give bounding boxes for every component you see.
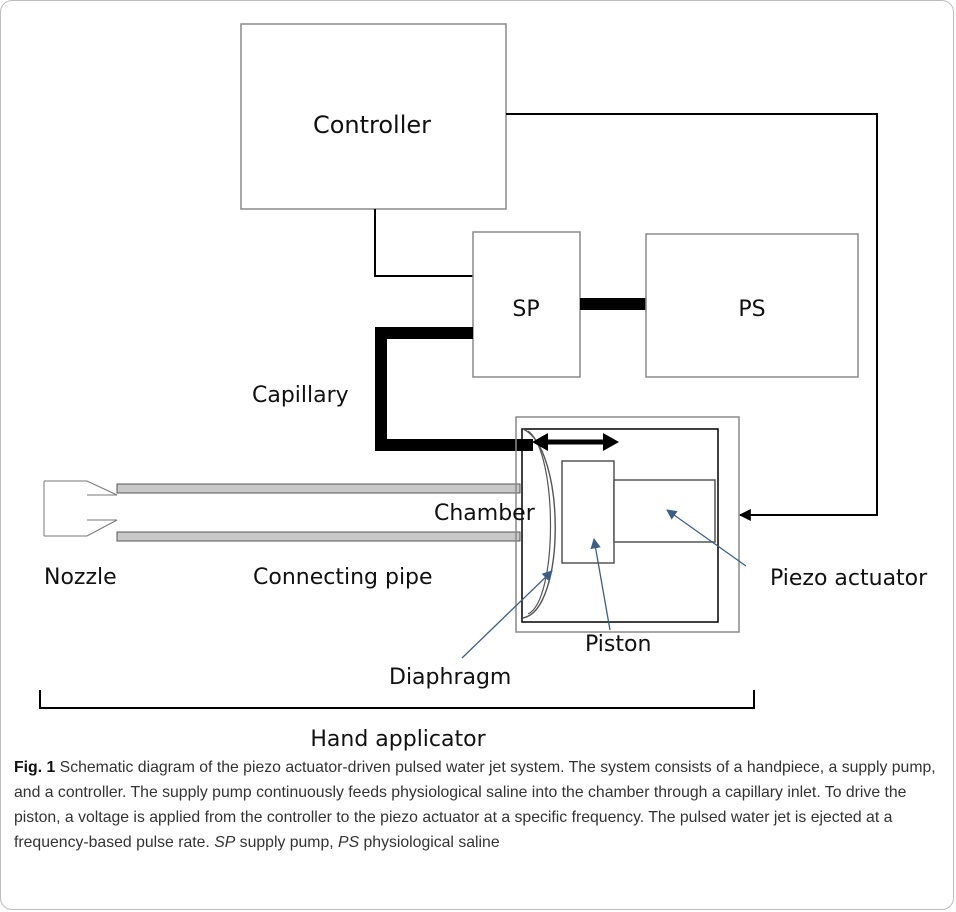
ps-box <box>645 233 859 378</box>
controller-sp-wire <box>374 209 473 277</box>
caption-abbr-sp: SP <box>214 834 236 851</box>
diaphragm-leader-line <box>461 570 553 659</box>
caption-abbr-ps: PS <box>338 834 360 851</box>
applicator-housing-outer <box>515 416 740 633</box>
chamber-label: Chamber <box>434 501 536 526</box>
hand-applicator-bracket <box>39 690 755 709</box>
sp-box <box>472 231 581 378</box>
caption-fig-label: Fig. 1 <box>14 759 56 776</box>
connecting-pipe-label: Connecting pipe <box>253 565 433 590</box>
diaphragm-label: Diaphragm <box>389 665 511 690</box>
connecting-pipe-bottom-wall <box>116 531 521 542</box>
controller-label: Controller <box>313 111 431 139</box>
sp-ps-link <box>580 298 646 310</box>
sp-label: SP <box>512 297 539 322</box>
controller-piezo-wire <box>506 113 878 521</box>
figure-caption: Fig. 1 Schematic diagram of the piezo ac… <box>14 755 938 855</box>
nozzle-outline <box>43 480 118 537</box>
ps-label: PS <box>738 297 765 322</box>
controller-box <box>240 23 507 210</box>
capillary-tube <box>375 327 533 451</box>
piston-leader-line <box>590 537 611 631</box>
piezo-actuator-label: Piezo actuator <box>770 566 928 591</box>
caption-text-2: supply pump, <box>235 834 339 851</box>
arrow-head-left <box>532 433 548 451</box>
piston <box>561 460 615 564</box>
piezo-leader-line <box>666 509 747 567</box>
connecting-pipe-top-wall <box>116 483 521 494</box>
applicator-housing-inner <box>521 428 719 623</box>
capillary-label: Capillary <box>252 383 349 408</box>
caption-text-3: physiological saline <box>359 834 500 851</box>
piston-label: Piston <box>585 632 651 657</box>
caption-text-1: Schematic diagram of the piezo actuator-… <box>14 759 936 851</box>
arrow-head-right <box>603 433 619 451</box>
hand-applicator-label: Hand applicator <box>310 727 486 752</box>
nozzle-label: Nozzle <box>44 565 117 590</box>
